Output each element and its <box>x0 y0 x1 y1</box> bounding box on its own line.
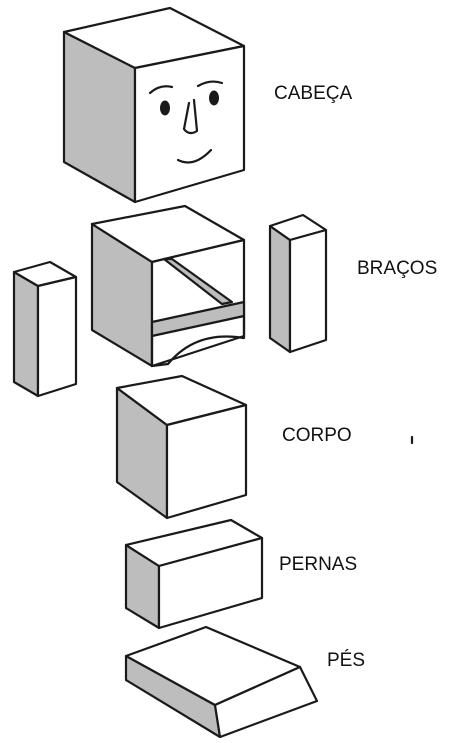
left-arm-front-face <box>36 275 78 398</box>
torso-arch-cutout <box>150 314 246 368</box>
torso-inner-diagonal <box>162 257 234 306</box>
left-arm-side-face <box>12 270 40 398</box>
right-eye <box>209 90 219 106</box>
head-face-drawing <box>148 80 224 164</box>
head-label: CABEÇA <box>274 83 353 104</box>
feet-label: PÉS <box>327 650 366 671</box>
body-label: CORPO <box>282 425 352 446</box>
feet-wedge <box>124 625 319 739</box>
feet-front-face <box>213 665 319 739</box>
right-eyebrow <box>196 80 224 88</box>
right-arm-side-face <box>268 224 292 354</box>
legs-block <box>124 518 264 630</box>
nose <box>182 98 199 135</box>
torso-box <box>90 204 246 368</box>
head-cube <box>62 6 246 204</box>
mouth <box>176 148 213 164</box>
legs-label: PERNAS <box>279 554 358 575</box>
head-front-face <box>133 44 246 204</box>
left-eye <box>160 100 170 116</box>
arms-label: BRAÇOS <box>357 258 438 279</box>
left-eyebrow <box>148 85 174 95</box>
right-arm-block <box>268 213 328 354</box>
body-cube <box>115 374 248 520</box>
left-arm-block <box>12 260 78 398</box>
legs-front-face <box>157 536 264 630</box>
body-front-face <box>165 403 248 520</box>
right-arm-front-face <box>288 228 328 354</box>
